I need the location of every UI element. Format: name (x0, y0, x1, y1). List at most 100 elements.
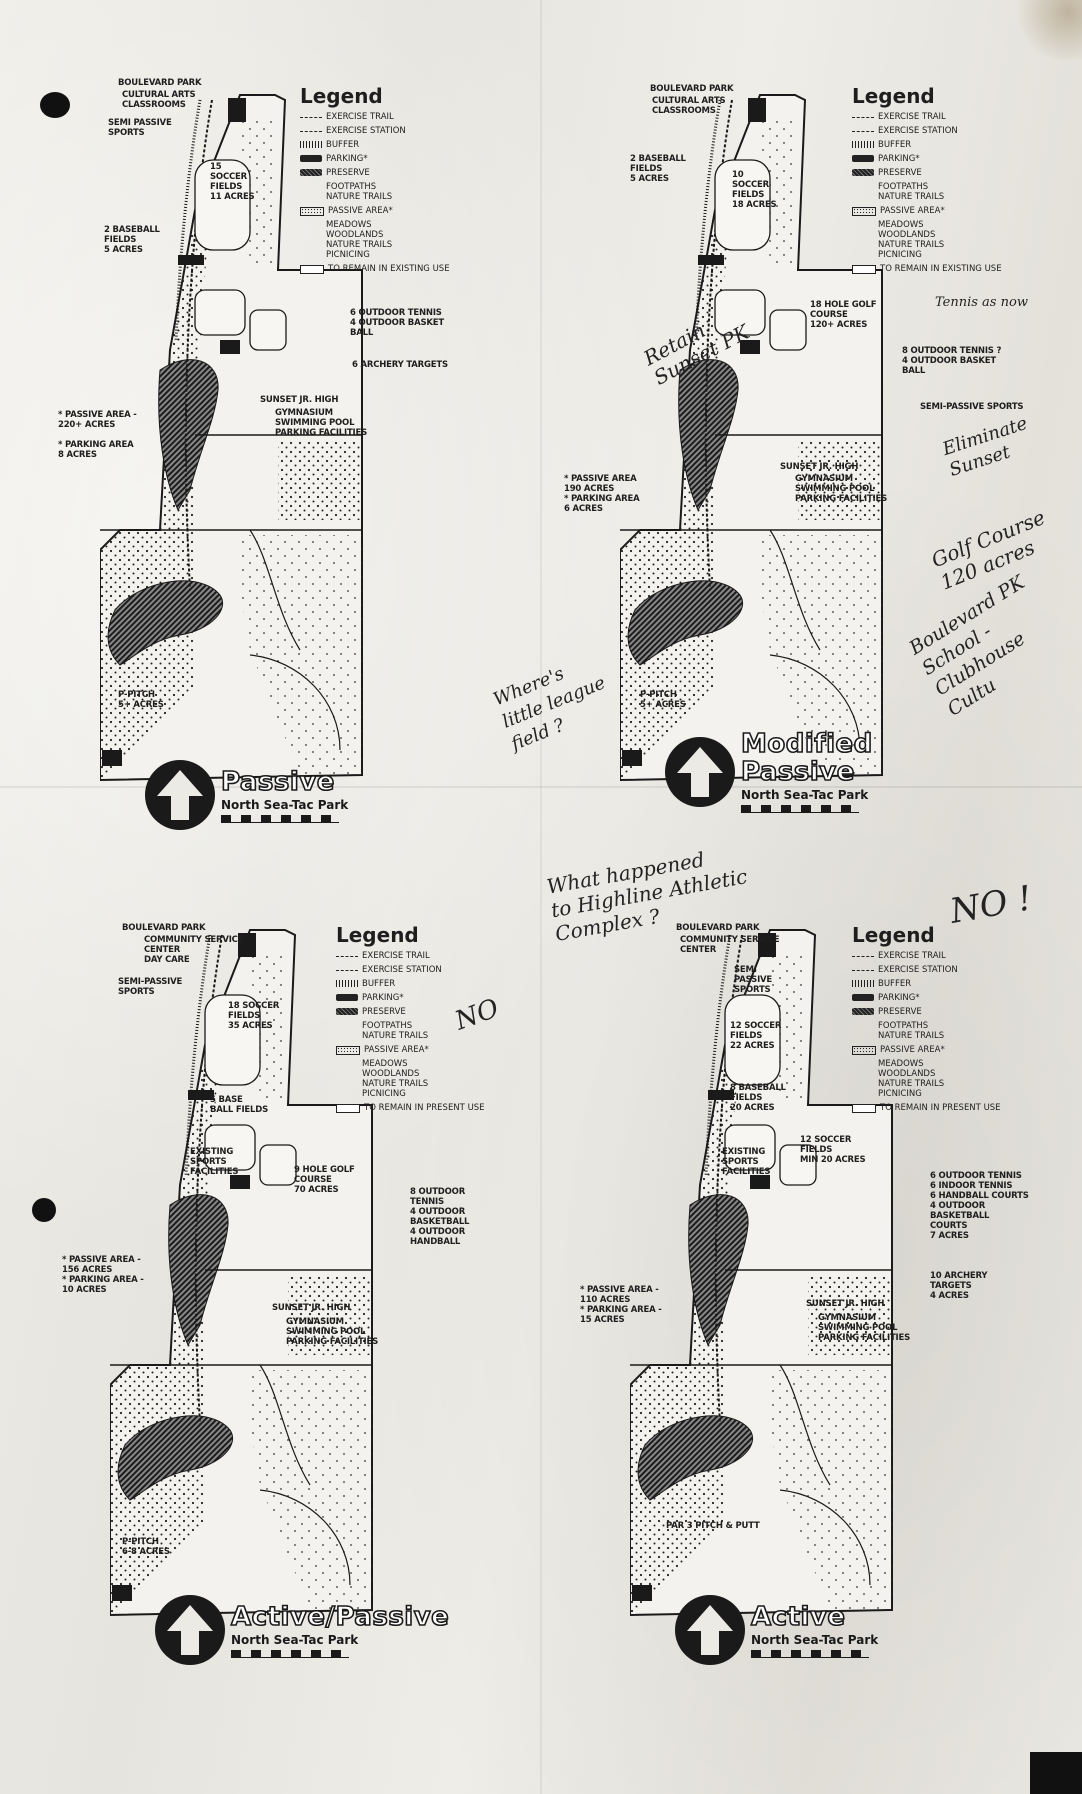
label-baseball: 8 Baseball Fields 20 acres (730, 1083, 786, 1113)
legend-item-parking: Parking* (852, 993, 1001, 1003)
legend-item-preserve: Preserve (852, 1007, 1001, 1017)
legend-item-passive: Passive Area* (336, 1045, 485, 1055)
label-gym: Gymnasium Swimming Pool Parking Faciliti… (795, 474, 888, 504)
label-tennis: 8 Outdoor Tennis 4 Outdoor Basketball 4 … (410, 1187, 470, 1247)
torn-corner (1030, 1752, 1082, 1794)
legend-item-passive: Passive Area* (852, 1045, 1001, 1055)
plan-badge: Passive North Sea-Tac Park (145, 760, 348, 830)
label-soccer: 15 Soccer Fields 11 acres (210, 162, 255, 202)
legend-item-buffer: Buffer (300, 140, 450, 150)
park-name: North Sea-Tac Park (231, 1632, 359, 1647)
label-gym: Gymnasium Swimming Pool Parking Faciliti… (818, 1313, 911, 1343)
paper-crease (540, 0, 542, 1794)
label-culture: Cultural Arts Classrooms (122, 90, 196, 110)
label-soccer-east: 12 Soccer Fields Min 20 acres (800, 1135, 866, 1165)
label-archery: 10 Archery Targets 4 acres (930, 1271, 988, 1301)
label-culture: Cultural Arts Classrooms (652, 96, 726, 116)
label-pitch: Par 3 Pitch & Putt (666, 1521, 760, 1531)
paper-crease (0, 786, 1082, 788)
label-stats: * Passive Area - 220+ acres * Parking Ar… (58, 410, 137, 460)
plan-panel-active: Boulevard Park Community Service Center … (580, 923, 1070, 1665)
legend-item-passive: Passive Area* (852, 206, 1002, 216)
label-stats: * Passive Area - 110 acres * Parking Are… (580, 1285, 662, 1325)
legend: Legend Exercise Trail Exercise Station B… (852, 84, 1002, 278)
label-pitch: P-Pitch 6-8 acres (122, 1537, 170, 1557)
legend-item-station: Exercise Station (852, 126, 1002, 136)
legend-title: Legend (300, 84, 383, 108)
scale-bar (221, 814, 339, 823)
legend-item-passive: Passive Area* (300, 206, 450, 216)
legend-item-preserve: Preserve (336, 1007, 485, 1017)
legend-item-meadows: Meadows Woodlands Nature Trails Picnicin… (362, 1059, 429, 1099)
legend-item-trail: Exercise Trail (300, 112, 450, 122)
legend-title: Legend (852, 923, 935, 947)
legend-item-footpaths: Footpaths Nature Trails (362, 1021, 429, 1041)
plan-title: Modified Passive (740, 729, 873, 787)
handwritten-note-tennis: Tennis as now (935, 295, 1028, 310)
plan-panel-modified-passive: Boulevard Park Cultural Arts Classrooms … (564, 84, 1060, 813)
legend-item-footpaths: Footpaths Nature Trails (326, 182, 393, 202)
plan-title: Active/Passive (230, 1601, 450, 1632)
legend-item-meadows: Meadows Woodlands Nature Trails Picnicin… (326, 220, 393, 260)
north-arrow-icon (155, 1595, 225, 1665)
legend-item-trail: Exercise Trail (336, 951, 485, 961)
legend-item-footpaths: Footpaths Nature Trails (878, 1021, 945, 1041)
punch-hole (40, 92, 70, 118)
legend-item-existing: To remain in present use (336, 1103, 485, 1113)
legend-title: Legend (852, 84, 935, 108)
label-pitch: P-Pitch 5+ acres (640, 690, 686, 710)
scale-bar (231, 1649, 349, 1658)
label-semi-passive: Semi-Passive Sports (920, 402, 1024, 412)
legend-item-buffer: Buffer (336, 979, 485, 989)
north-arrow-icon (675, 1595, 745, 1665)
label-gym: Gymnasium Swimming Pool Parking Faciliti… (286, 1317, 379, 1347)
label-baseball: 5 Base Ball Fields (210, 1095, 269, 1115)
label-baseball: 2 Baseball Fields 5 acres (104, 225, 160, 255)
plan-badge: Modified Passive North Sea-Tac Park (665, 729, 873, 813)
label-existing: Existing Sports Facilities (722, 1147, 771, 1177)
label-courts: 6 Outdoor Tennis 6 Indoor Tennis 6 Handb… (930, 1171, 1029, 1241)
legend-title: Legend (336, 923, 419, 947)
label-community: Community Service Center (680, 935, 780, 955)
label-sunset: Sunset Jr. High (272, 1303, 351, 1313)
legend-item-station: Exercise Station (336, 965, 485, 975)
legend: Legend Exercise Trail Exercise Station B… (336, 923, 485, 1117)
legend: Legend Exercise Trail Exercise Station B… (300, 84, 450, 278)
label-stats: * Passive Area 190 acres * Parking Area … (564, 474, 640, 514)
park-name: North Sea-Tac Park (751, 1632, 879, 1647)
scale-bar (751, 1649, 869, 1658)
label-boulevard-park: Boulevard Park (650, 84, 734, 94)
legend-item-existing: To remain in existing use (300, 264, 450, 274)
label-tennis: 6 Outdoor Tennis 4 Outdoor Basket Ball (350, 308, 444, 338)
plan-badge: Active North Sea-Tac Park (675, 1595, 878, 1665)
label-pitch: P-Pitch 5+ acres (118, 690, 164, 710)
legend-item-meadows: Meadows Woodlands Nature Trails Picnicin… (878, 1059, 945, 1099)
legend-item-footpaths: Footpaths Nature Trails (878, 182, 945, 202)
scale-bar (741, 805, 859, 813)
legend-item-parking: Parking* (336, 993, 485, 1003)
label-existing: Existing Sports Facilities (190, 1147, 239, 1177)
legend-item-preserve: Preserve (852, 168, 1002, 178)
label-soccer: 10 Soccer Fields 18 acres (732, 170, 777, 210)
label-soccer: 18 Soccer Fields 35 acres (228, 1001, 280, 1031)
label-baseball: 2 Baseball Fields 5 acres (630, 154, 686, 184)
legend-item-station: Exercise Station (852, 965, 1001, 975)
label-tennis: 8 Outdoor Tennis ? 4 Outdoor Basket Ball (902, 346, 1002, 376)
label-sunset: Sunset Jr. High (780, 462, 859, 472)
stain (1012, 0, 1082, 60)
plan-panel-active-passive: Boulevard Park Community Service Center … (62, 923, 550, 1665)
legend-item-preserve: Preserve (300, 168, 450, 178)
plan-panel-passive: Boulevard Park Cultural Arts Classrooms … (58, 78, 540, 830)
punch-hole (32, 1198, 56, 1222)
plan-title: Passive (220, 766, 335, 797)
north-arrow-icon (665, 736, 735, 807)
legend: Legend Exercise Trail Exercise Station B… (852, 923, 1001, 1117)
label-golf: 18 Hole Golf Course 120+ acres (810, 300, 877, 330)
legend-item-existing: To remain in present use (852, 1103, 1001, 1113)
label-soccer-north: 12 Soccer Fields 22 acres (730, 1021, 782, 1051)
label-stats: * Passive Area - 156 acres * Parking Are… (62, 1255, 144, 1295)
label-semi-passive: Semi-Passive Sports (118, 977, 183, 997)
label-community: Community Service Center Day Care (144, 935, 244, 965)
label-semi-passive: Semi Passive Sports (734, 965, 773, 995)
north-arrow-icon (145, 760, 215, 830)
